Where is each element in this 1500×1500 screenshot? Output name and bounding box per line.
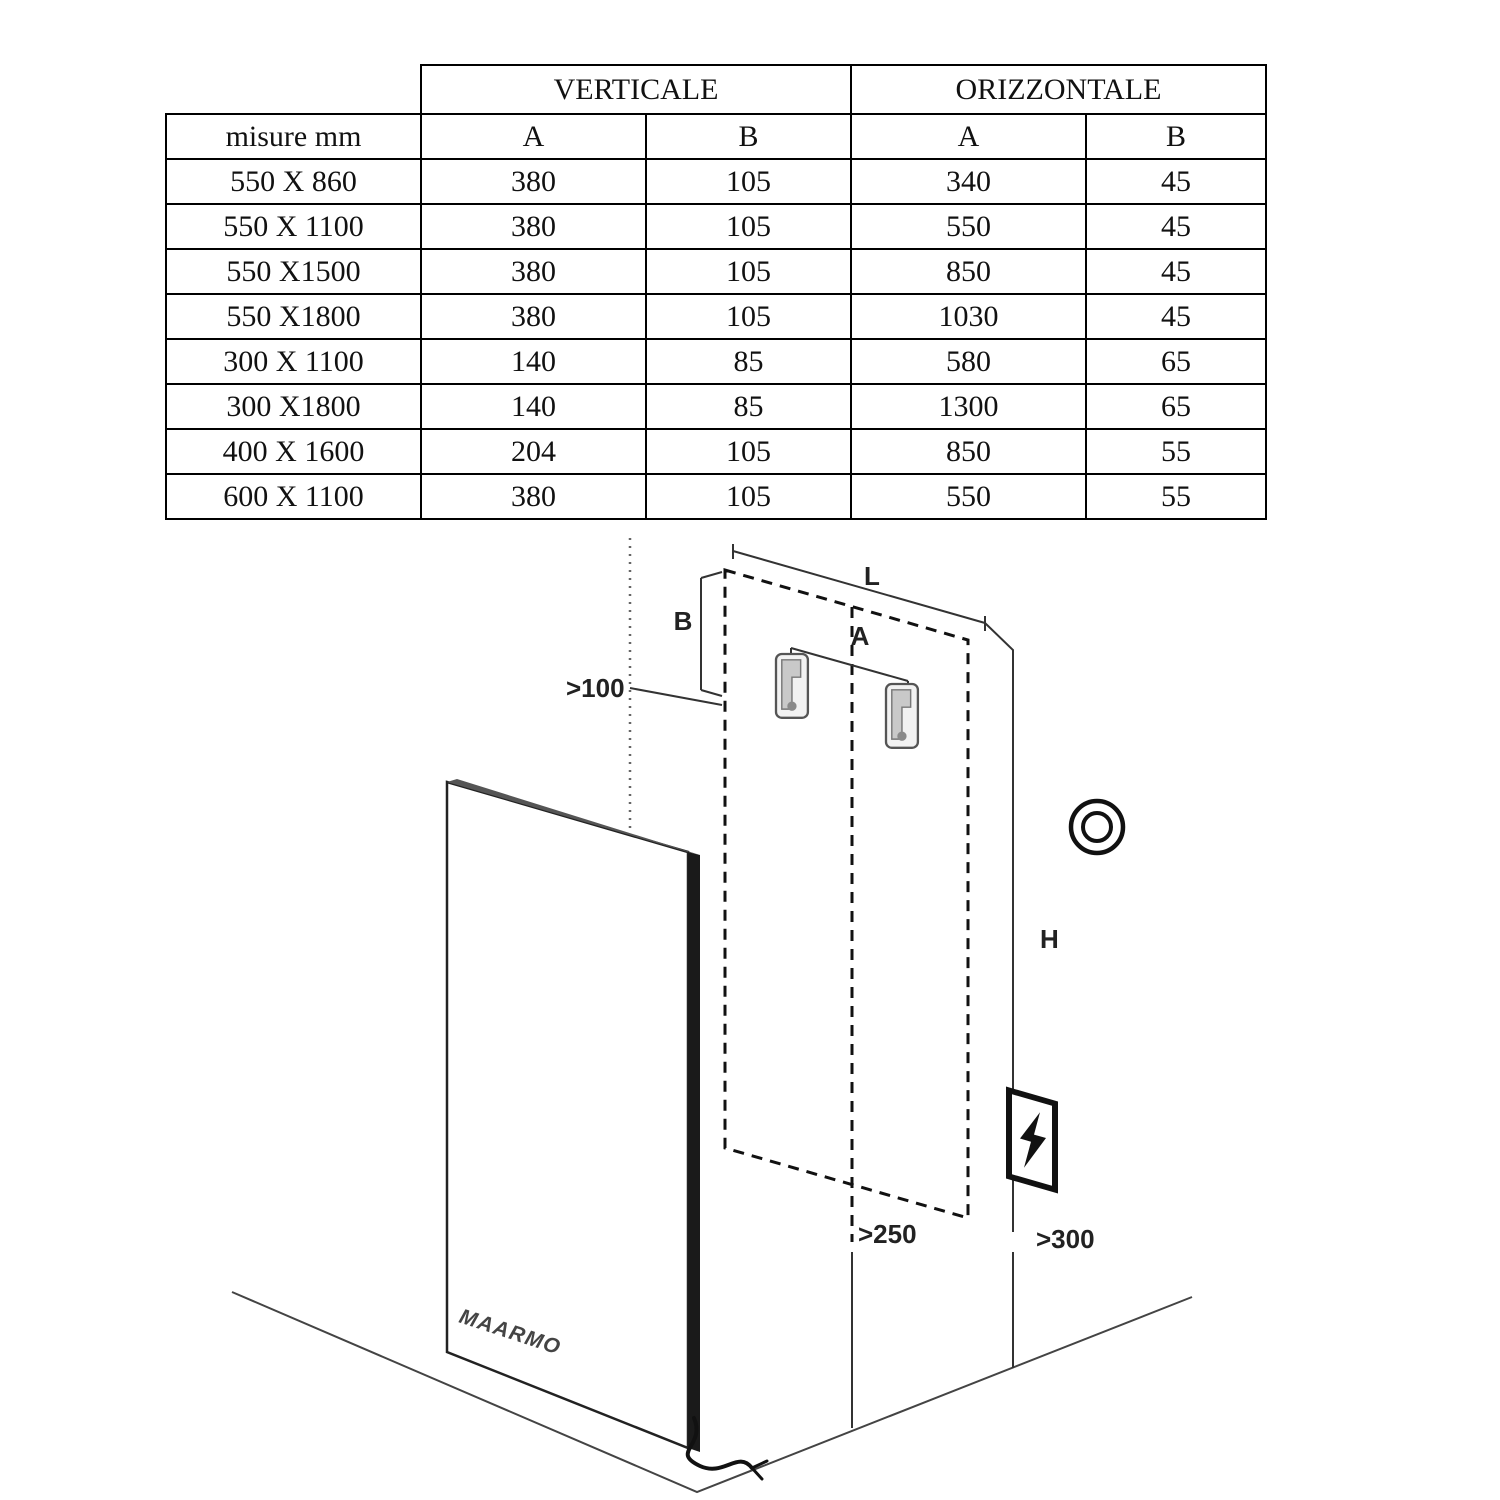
value-cell: 105 bbox=[645, 158, 852, 205]
label-min-100: >100 bbox=[566, 673, 625, 703]
col-header-vert-b: B bbox=[645, 113, 852, 160]
value-cell: 380 bbox=[420, 158, 647, 205]
value-cell: 850 bbox=[850, 248, 1087, 295]
spec-table: VERTICALE ORIZZONTALE misure mm A B A B … bbox=[165, 64, 1267, 520]
value-cell: 140 bbox=[420, 338, 647, 385]
value-cell: 105 bbox=[645, 428, 852, 475]
value-cell: 550 bbox=[850, 473, 1087, 520]
value-cell: 105 bbox=[645, 203, 852, 250]
col-header-vert-a: A bbox=[420, 113, 647, 160]
value-cell: 85 bbox=[645, 338, 852, 385]
dimension-tick bbox=[700, 689, 723, 697]
bracket-icon bbox=[884, 682, 920, 749]
size-cell: 300 X 1100 bbox=[165, 338, 422, 385]
mounting-outline-dashed bbox=[723, 568, 970, 1220]
panel-side-edge bbox=[688, 852, 700, 1452]
label-h: H bbox=[1040, 924, 1059, 954]
floor-line bbox=[231, 1291, 1193, 1494]
a-dimension-line bbox=[790, 647, 909, 682]
value-cell: 340 bbox=[850, 158, 1087, 205]
value-cell: 850 bbox=[850, 428, 1087, 475]
value-cell: 105 bbox=[645, 248, 852, 295]
group-header-verticale: VERTICALE bbox=[420, 64, 852, 115]
col-header-oriz-b: B bbox=[1085, 113, 1267, 160]
size-cell: 550 X 860 bbox=[165, 158, 422, 205]
label-min-250: >250 bbox=[858, 1219, 917, 1249]
table-row: 300 X 1100 140 85 580 65 bbox=[165, 338, 1267, 385]
height-dimension-line bbox=[984, 622, 1014, 1232]
table-row: 600 X 1100 380 105 550 55 bbox=[165, 473, 1267, 520]
size-cell: 300 X1800 bbox=[165, 383, 422, 430]
table-row: 300 X1800 140 85 1300 65 bbox=[165, 383, 1267, 430]
value-cell: 380 bbox=[420, 248, 647, 295]
col-header-oriz-a: A bbox=[850, 113, 1087, 160]
col-header-misure: misure mm bbox=[165, 113, 422, 160]
value-cell: 105 bbox=[645, 293, 852, 340]
label-a: A bbox=[851, 621, 870, 651]
value-cell: 1300 bbox=[850, 383, 1087, 430]
value-cell: 580 bbox=[850, 338, 1087, 385]
value-cell: 204 bbox=[420, 428, 647, 475]
group-header-orizzontale: ORIZZONTALE bbox=[850, 64, 1267, 115]
value-cell: 45 bbox=[1085, 158, 1267, 205]
value-cell: 55 bbox=[1085, 428, 1267, 475]
value-cell: 380 bbox=[420, 293, 647, 340]
socket-icon bbox=[1068, 798, 1126, 856]
value-cell: 65 bbox=[1085, 383, 1267, 430]
table-row: 550 X1800 380 105 1030 45 bbox=[165, 293, 1267, 340]
length-dimension-line bbox=[732, 550, 986, 624]
size-cell: 550 X1500 bbox=[165, 248, 422, 295]
value-cell: 55 bbox=[1085, 473, 1267, 520]
table-row: 550 X 860 380 105 340 45 bbox=[165, 158, 1267, 205]
bracket-icon bbox=[774, 652, 810, 719]
size-cell: 600 X 1100 bbox=[165, 473, 422, 520]
table-group-header-row: VERTICALE ORIZZONTALE bbox=[166, 64, 1267, 115]
value-cell: 380 bbox=[420, 473, 647, 520]
value-cell: 140 bbox=[420, 383, 647, 430]
value-cell: 45 bbox=[1085, 203, 1267, 250]
table-col-header-row: misure mm A B A B bbox=[165, 113, 1267, 160]
value-cell: 105 bbox=[645, 473, 852, 520]
panel-top-edge bbox=[447, 779, 700, 855]
label-b: B bbox=[674, 606, 693, 636]
table-row: 550 X 1100 380 105 550 45 bbox=[165, 203, 1267, 250]
label-l: L bbox=[864, 561, 880, 591]
panel-front-face bbox=[445, 780, 690, 1450]
size-cell: 550 X1800 bbox=[165, 293, 422, 340]
label-min-300: >300 bbox=[1036, 1224, 1095, 1254]
size-cell: 550 X 1100 bbox=[165, 203, 422, 250]
table-row: 550 X1500 380 105 850 45 bbox=[165, 248, 1267, 295]
min-100-line bbox=[629, 687, 723, 706]
value-cell: 45 bbox=[1085, 293, 1267, 340]
value-cell: 65 bbox=[1085, 338, 1267, 385]
value-cell: 45 bbox=[1085, 248, 1267, 295]
size-cell: 400 X 1600 bbox=[165, 428, 422, 475]
table-row: 400 X 1600 204 105 850 55 bbox=[165, 428, 1267, 475]
value-cell: 380 bbox=[420, 203, 647, 250]
outlet-icon bbox=[1006, 1086, 1058, 1194]
value-cell: 550 bbox=[850, 203, 1087, 250]
value-cell: 1030 bbox=[850, 293, 1087, 340]
value-cell: 85 bbox=[645, 383, 852, 430]
dimension-tick bbox=[700, 571, 723, 579]
power-cord bbox=[685, 1416, 769, 1481]
